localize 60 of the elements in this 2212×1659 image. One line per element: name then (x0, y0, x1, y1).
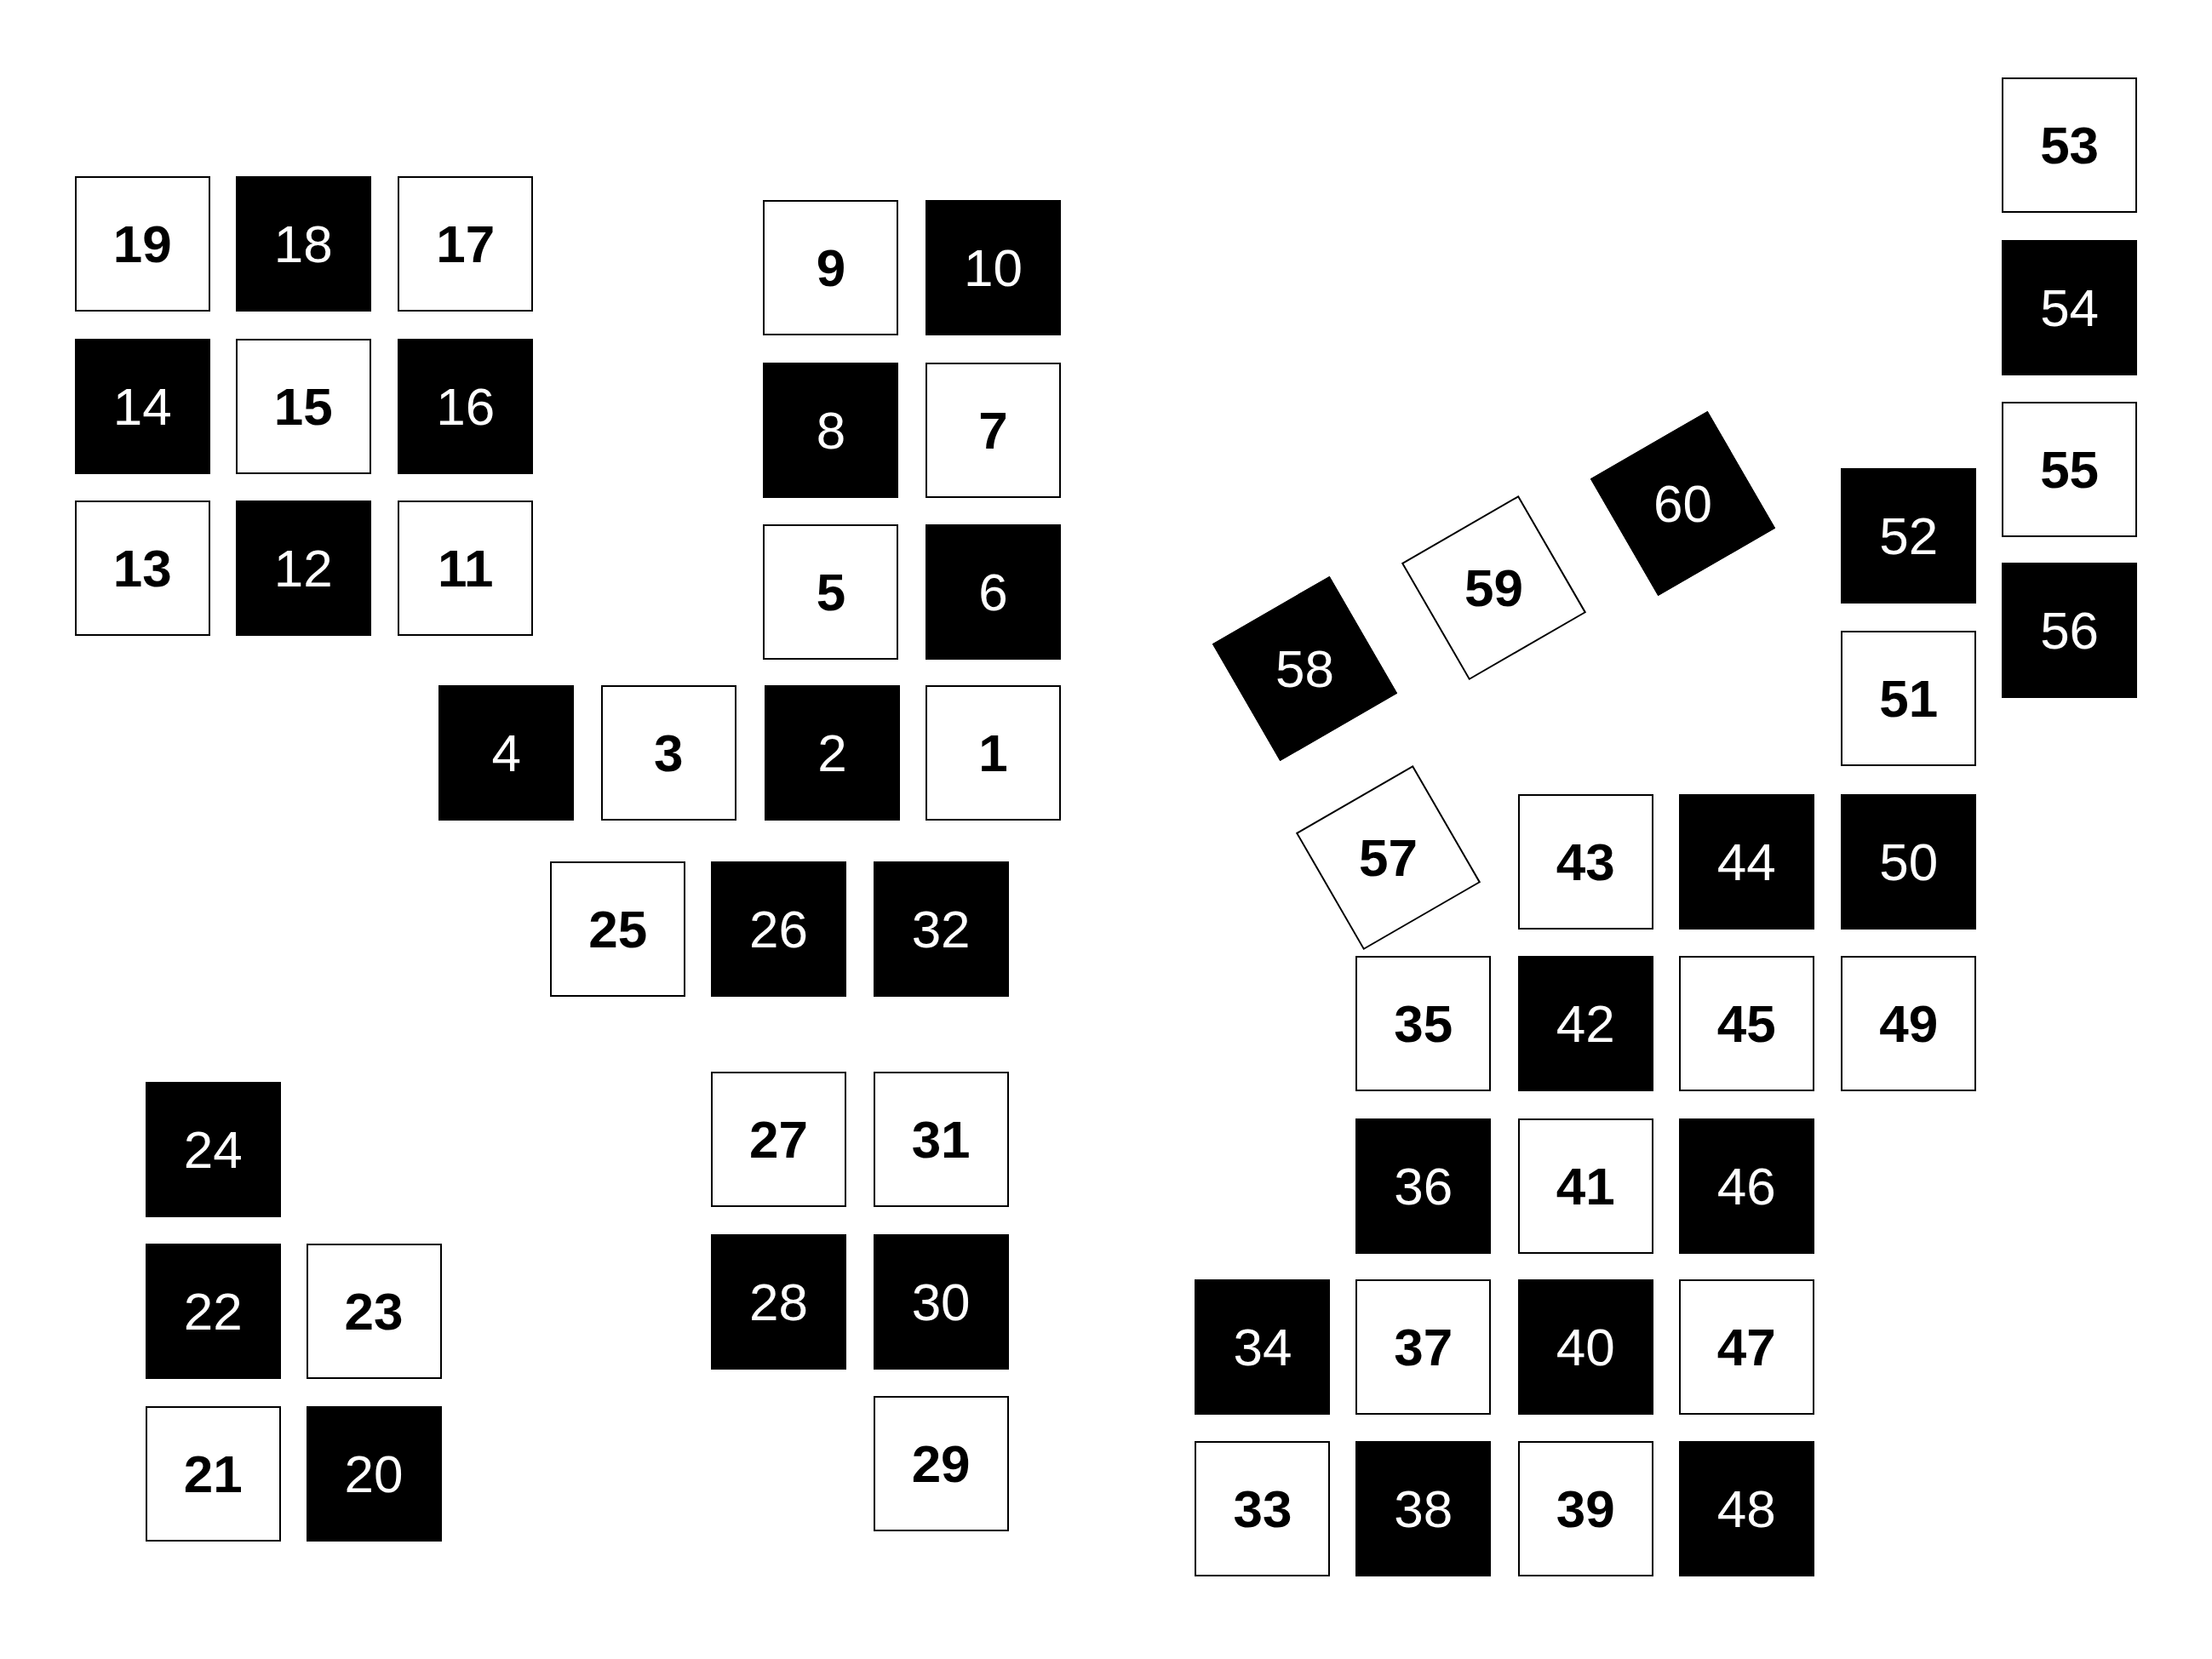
numbered-tile: 40 (1517, 1279, 1653, 1415)
numbered-tile: 38 (1355, 1441, 1492, 1577)
numbered-tile: 19 (74, 176, 210, 312)
numbered-tile: 32 (873, 861, 1009, 998)
numbered-tile: 16 (398, 338, 534, 474)
numbered-tile: 53 (2002, 77, 2138, 214)
numbered-tile: 54 (2002, 239, 2138, 375)
numbered-tile: 18 (235, 176, 371, 312)
numbered-tile: 25 (550, 861, 686, 998)
numbered-tile: 2 (765, 685, 901, 821)
numbered-tile: 9 (763, 200, 899, 336)
numbered-tile: 60 (1590, 410, 1776, 597)
numbered-tile: 48 (1678, 1441, 1814, 1577)
numbered-tile: 45 (1678, 956, 1814, 1092)
numbered-tile: 59 (1401, 495, 1587, 681)
numbered-tile: 7 (925, 362, 1061, 498)
numbered-tile: 5 (763, 524, 899, 661)
numbered-tile: 35 (1355, 956, 1492, 1092)
numbered-tile: 26 (711, 861, 847, 998)
numbered-tile: 12 (235, 501, 371, 637)
numbered-tile: 23 (306, 1244, 442, 1380)
numbered-tile: 33 (1195, 1441, 1331, 1577)
numbered-tile: 13 (74, 501, 210, 637)
numbered-tile: 1 (925, 685, 1061, 821)
numbered-tile: 4 (438, 685, 575, 821)
numbered-tile: 14 (74, 338, 210, 474)
numbered-tile: 17 (398, 176, 534, 312)
numbered-tile: 3 (600, 685, 736, 821)
numbered-tile: 15 (235, 338, 371, 474)
numbered-tile: 27 (711, 1072, 847, 1208)
numbered-tile: 22 (145, 1244, 281, 1380)
numbered-tile: 36 (1355, 1118, 1492, 1254)
numbered-tile: 8 (763, 362, 899, 498)
numbered-tile: 46 (1678, 1118, 1814, 1254)
numbered-tile: 57 (1295, 764, 1481, 950)
numbered-tile: 31 (873, 1072, 1009, 1208)
numbered-tile: 24 (145, 1081, 281, 1217)
numbered-tile: 55 (2002, 402, 2138, 538)
numbered-tile: 11 (398, 501, 534, 637)
numbered-tile: 43 (1517, 793, 1653, 930)
numbered-tile: 39 (1517, 1441, 1653, 1577)
numbered-tile: 34 (1195, 1279, 1331, 1415)
numbered-tile: 44 (1678, 793, 1814, 930)
numbered-tile: 52 (1841, 468, 1977, 604)
numbered-tile: 29 (873, 1396, 1009, 1532)
numbered-tile: 6 (925, 524, 1061, 661)
numbered-tile: 37 (1355, 1279, 1492, 1415)
numbered-tile: 10 (925, 200, 1061, 336)
numbered-tile: 21 (145, 1405, 281, 1542)
numbered-tile: 50 (1841, 793, 1977, 930)
numbered-tile: 20 (306, 1405, 442, 1542)
numbered-tile: 47 (1678, 1279, 1814, 1415)
numbered-tile: 58 (1212, 575, 1398, 761)
numbered-tile: 56 (2002, 563, 2138, 699)
numbered-tile: 30 (873, 1233, 1009, 1370)
numbered-tile: 41 (1517, 1118, 1653, 1254)
numbered-tile: 49 (1841, 956, 1977, 1092)
numbered-tile: 28 (711, 1233, 847, 1370)
numbered-tile: 51 (1841, 630, 1977, 766)
numbered-tile: 42 (1517, 956, 1653, 1092)
